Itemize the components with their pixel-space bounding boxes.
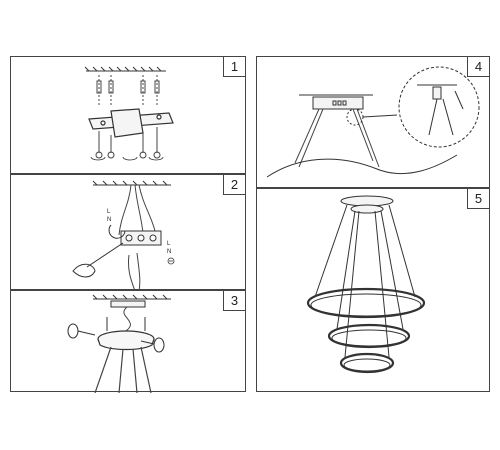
cable-adjust-illustration	[266, 66, 480, 178]
detail-marker	[346, 108, 364, 126]
step-2-number: 2	[223, 175, 245, 195]
step-2-panel: 2 L N L N	[10, 174, 246, 291]
bracket-mounting-illustration	[84, 66, 174, 161]
small-bracket	[110, 300, 146, 308]
step-5-number: 5	[467, 189, 489, 209]
assembled-chandelier-illustration	[306, 195, 426, 374]
step-1-panel: 1	[10, 56, 246, 174]
suspension-cables	[314, 204, 416, 358]
step-4-panel: 4	[256, 56, 490, 188]
wall-anchors	[96, 75, 160, 107]
ceiling-line	[92, 180, 171, 186]
top-ring	[306, 287, 426, 319]
canopy-fixing-illustration	[67, 294, 171, 393]
detail-pointer	[362, 114, 398, 118]
screwdriver-hand-icon	[72, 224, 126, 278]
screws	[95, 127, 161, 159]
supply-wires	[118, 184, 156, 291]
step-3-number: 3	[223, 291, 245, 311]
canopy	[97, 330, 155, 351]
magnified-detail	[398, 66, 480, 148]
middle-ring	[327, 323, 411, 349]
mounting-bracket	[88, 108, 174, 138]
wiring-illustration: L N L N	[72, 180, 175, 291]
neutral-label-fixture: N	[167, 249, 171, 255]
step-4-number: 4	[467, 57, 489, 77]
live-label-fixture: L	[167, 241, 171, 247]
neutral-label: N	[107, 217, 111, 223]
ceiling-line	[92, 294, 171, 300]
ceiling-canopy	[299, 94, 373, 110]
screw-rotation-arrows	[90, 156, 164, 161]
fixing-screws	[67, 317, 165, 353]
terminal-block	[120, 230, 162, 246]
ring-edge	[266, 154, 458, 178]
hanging-cables	[294, 108, 380, 168]
ground-icon	[167, 257, 175, 265]
step-1-number: 1	[223, 57, 245, 77]
step-5-panel: 5	[256, 188, 490, 392]
step-3-panel: 3	[10, 290, 246, 393]
ceiling-line	[84, 66, 166, 72]
cable	[122, 306, 131, 334]
bottom-ring	[339, 352, 395, 374]
canopy	[340, 195, 394, 214]
suspension-cables	[94, 346, 152, 393]
live-label: L	[107, 209, 111, 215]
